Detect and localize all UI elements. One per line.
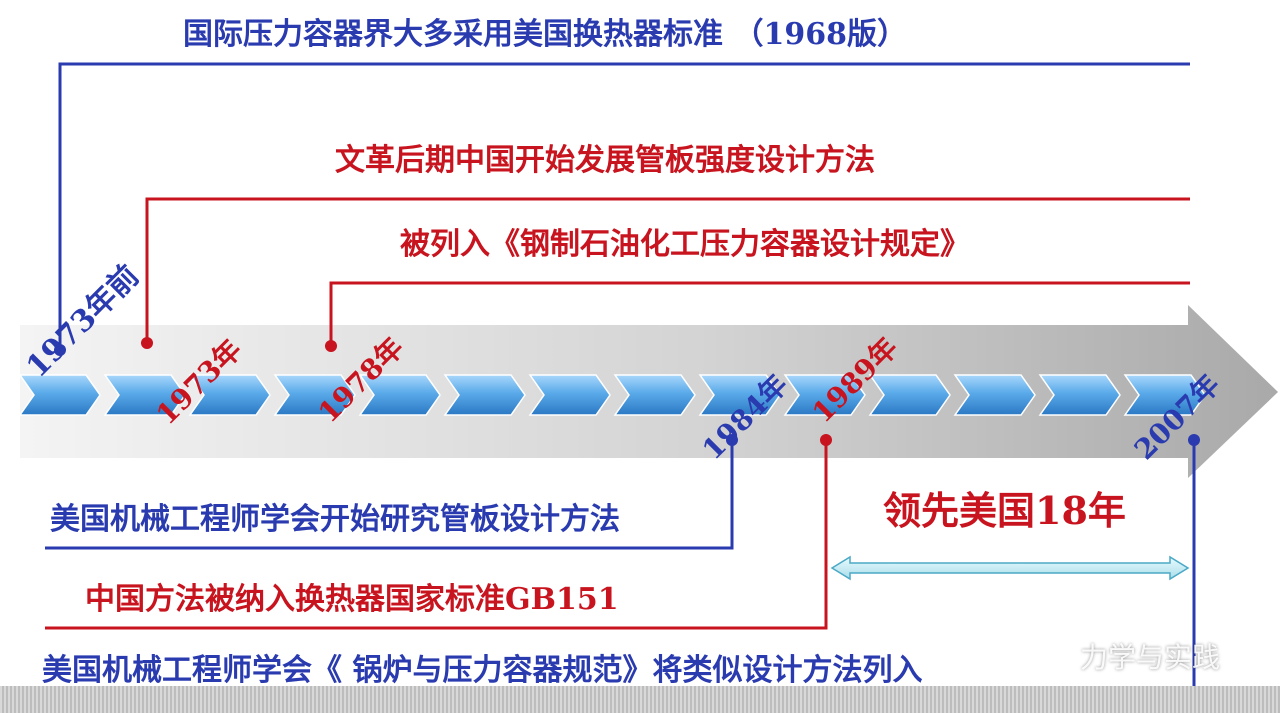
bottom-strip <box>0 686 1280 713</box>
chevron-segment <box>103 374 186 416</box>
chevron-segment <box>1038 374 1121 416</box>
chevron-segment <box>698 374 781 416</box>
marker-2007 <box>1188 434 1200 446</box>
chevron-segment <box>18 374 101 416</box>
watermark-text: 力学与实践 <box>1080 641 1221 674</box>
event-intl-standard: 国际压力容器界大多采用美国换热器标准 （1968版） <box>183 17 907 52</box>
chevron-segment <box>953 374 1036 416</box>
marker-1984 <box>726 434 738 446</box>
watermark: 力学与实践 <box>1039 636 1221 676</box>
marker-1978 <box>325 340 337 352</box>
event-asme-code: 美国机械工程师学会《 锅炉与压力容器规范》将类似设计方法列入 <box>42 653 923 688</box>
marker-1973 <box>141 337 153 349</box>
chevron-segment <box>1123 374 1206 416</box>
event-gb151: 中国方法被纳入换热器国家标准GB151 <box>85 582 619 617</box>
marker-1989 <box>820 434 832 446</box>
chevron-segment <box>188 374 271 416</box>
connector-1989 <box>45 440 828 630</box>
chevron-segment <box>783 374 866 416</box>
event-asme-research: 美国机械工程师学会开始研究管板设计方法 <box>50 502 620 537</box>
connector-1984 <box>45 440 734 550</box>
lead-label: 领先美国18年 <box>883 488 1126 533</box>
chevron-segment <box>358 374 441 416</box>
lead-double-arrow <box>830 555 1190 581</box>
chevron-row <box>18 374 1206 416</box>
chevron-segment <box>273 374 356 416</box>
event-listed-regulation: 被列入《钢制石油化工压力容器设计规定》 <box>400 227 970 262</box>
connector-1978 <box>329 281 1190 346</box>
chat-bubble-icon <box>1039 641 1074 671</box>
connector-before-1973 <box>58 62 1190 350</box>
chevron-segment <box>613 374 696 416</box>
chevron-segment <box>443 374 526 416</box>
event-china-start: 文革后期中国开始发展管板强度设计方法 <box>335 143 875 178</box>
chevron-segment <box>868 374 951 416</box>
connector-1973 <box>145 197 1190 343</box>
chevron-segment <box>528 374 611 416</box>
marker-before-1973 <box>54 344 66 356</box>
